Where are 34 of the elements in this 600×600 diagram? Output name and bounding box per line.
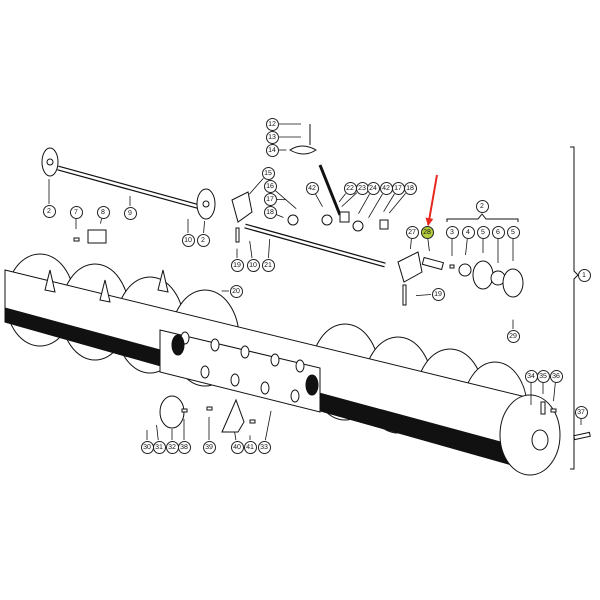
leader-line bbox=[278, 136, 302, 138]
leader-line bbox=[383, 194, 395, 212]
leader-line bbox=[542, 382, 544, 394]
leader-line bbox=[512, 238, 514, 262]
leader-line bbox=[268, 238, 270, 258]
leader-line bbox=[156, 424, 159, 440]
leader-line bbox=[208, 416, 210, 440]
leader-line bbox=[203, 220, 205, 234]
leader-line bbox=[410, 238, 412, 250]
leader-line bbox=[315, 194, 323, 208]
leader-line bbox=[274, 190, 297, 210]
leader-line bbox=[580, 418, 582, 426]
leader-line bbox=[341, 192, 358, 208]
leader-line bbox=[530, 382, 532, 406]
leader-line bbox=[234, 432, 236, 440]
leader-line bbox=[146, 430, 148, 440]
leader-line bbox=[482, 238, 484, 254]
leader-line bbox=[236, 248, 238, 258]
leader-line bbox=[221, 290, 230, 292]
leader-line bbox=[416, 294, 432, 296]
leader-line bbox=[276, 214, 284, 218]
leader-line bbox=[276, 198, 286, 200]
arrow bbox=[425, 174, 438, 226]
leader-line bbox=[512, 319, 514, 330]
leader-line bbox=[248, 178, 264, 195]
leader-line bbox=[368, 194, 383, 218]
leader-line bbox=[338, 193, 346, 202]
leader-line bbox=[264, 410, 272, 441]
leader-line bbox=[427, 238, 430, 252]
leader-line bbox=[48, 178, 50, 204]
leader-line bbox=[358, 194, 370, 214]
leader-line bbox=[553, 382, 556, 402]
leader-line bbox=[465, 238, 468, 256]
leader-line bbox=[388, 193, 406, 214]
